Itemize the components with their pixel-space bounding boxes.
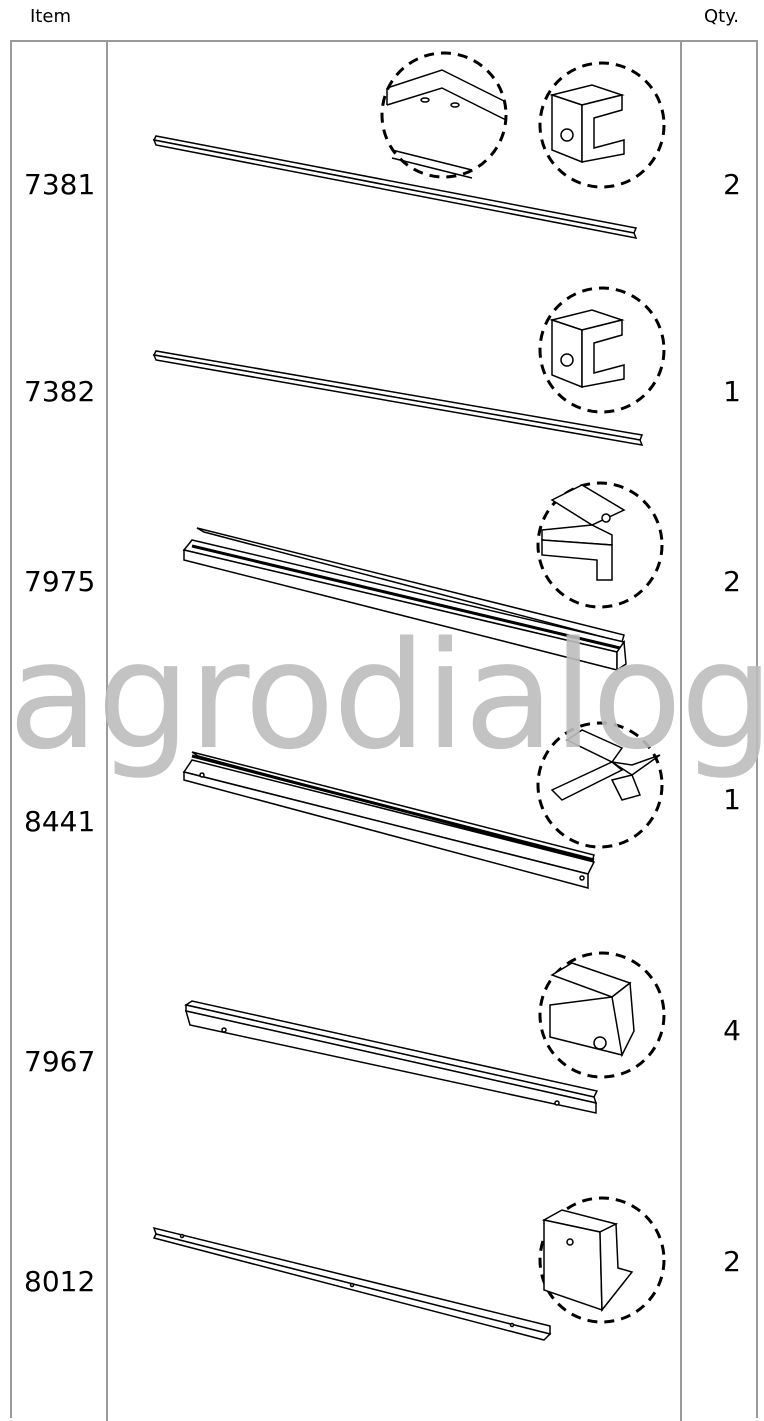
column-divider: [680, 42, 682, 1421]
item-number: 7381: [24, 168, 96, 201]
item-quantity: 2: [723, 565, 741, 598]
item-number: 7975: [24, 565, 96, 598]
item-quantity: 2: [723, 168, 741, 201]
part-illustration-7382: [152, 286, 666, 446]
part-illustration-8012: [152, 1196, 666, 1341]
item-number: 8012: [24, 1265, 96, 1298]
part-illustration-8441: [182, 721, 664, 889]
item-column-header: Item: [30, 6, 71, 27]
item-number: 7382: [24, 375, 96, 408]
qty-column-header: Qty.: [704, 6, 740, 27]
item-quantity: 1: [723, 783, 741, 816]
part-illustration-7967: [184, 951, 666, 1114]
item-number: 7967: [24, 1045, 96, 1078]
item-quantity: 2: [723, 1245, 741, 1278]
item-quantity: 4: [723, 1014, 741, 1047]
parts-table: [10, 40, 758, 1418]
item-quantity: 1: [723, 375, 741, 408]
item-number: 8441: [24, 805, 96, 838]
part-illustration-7381: [152, 51, 666, 239]
part-illustration-7975: [182, 481, 664, 672]
column-divider: [106, 42, 108, 1421]
